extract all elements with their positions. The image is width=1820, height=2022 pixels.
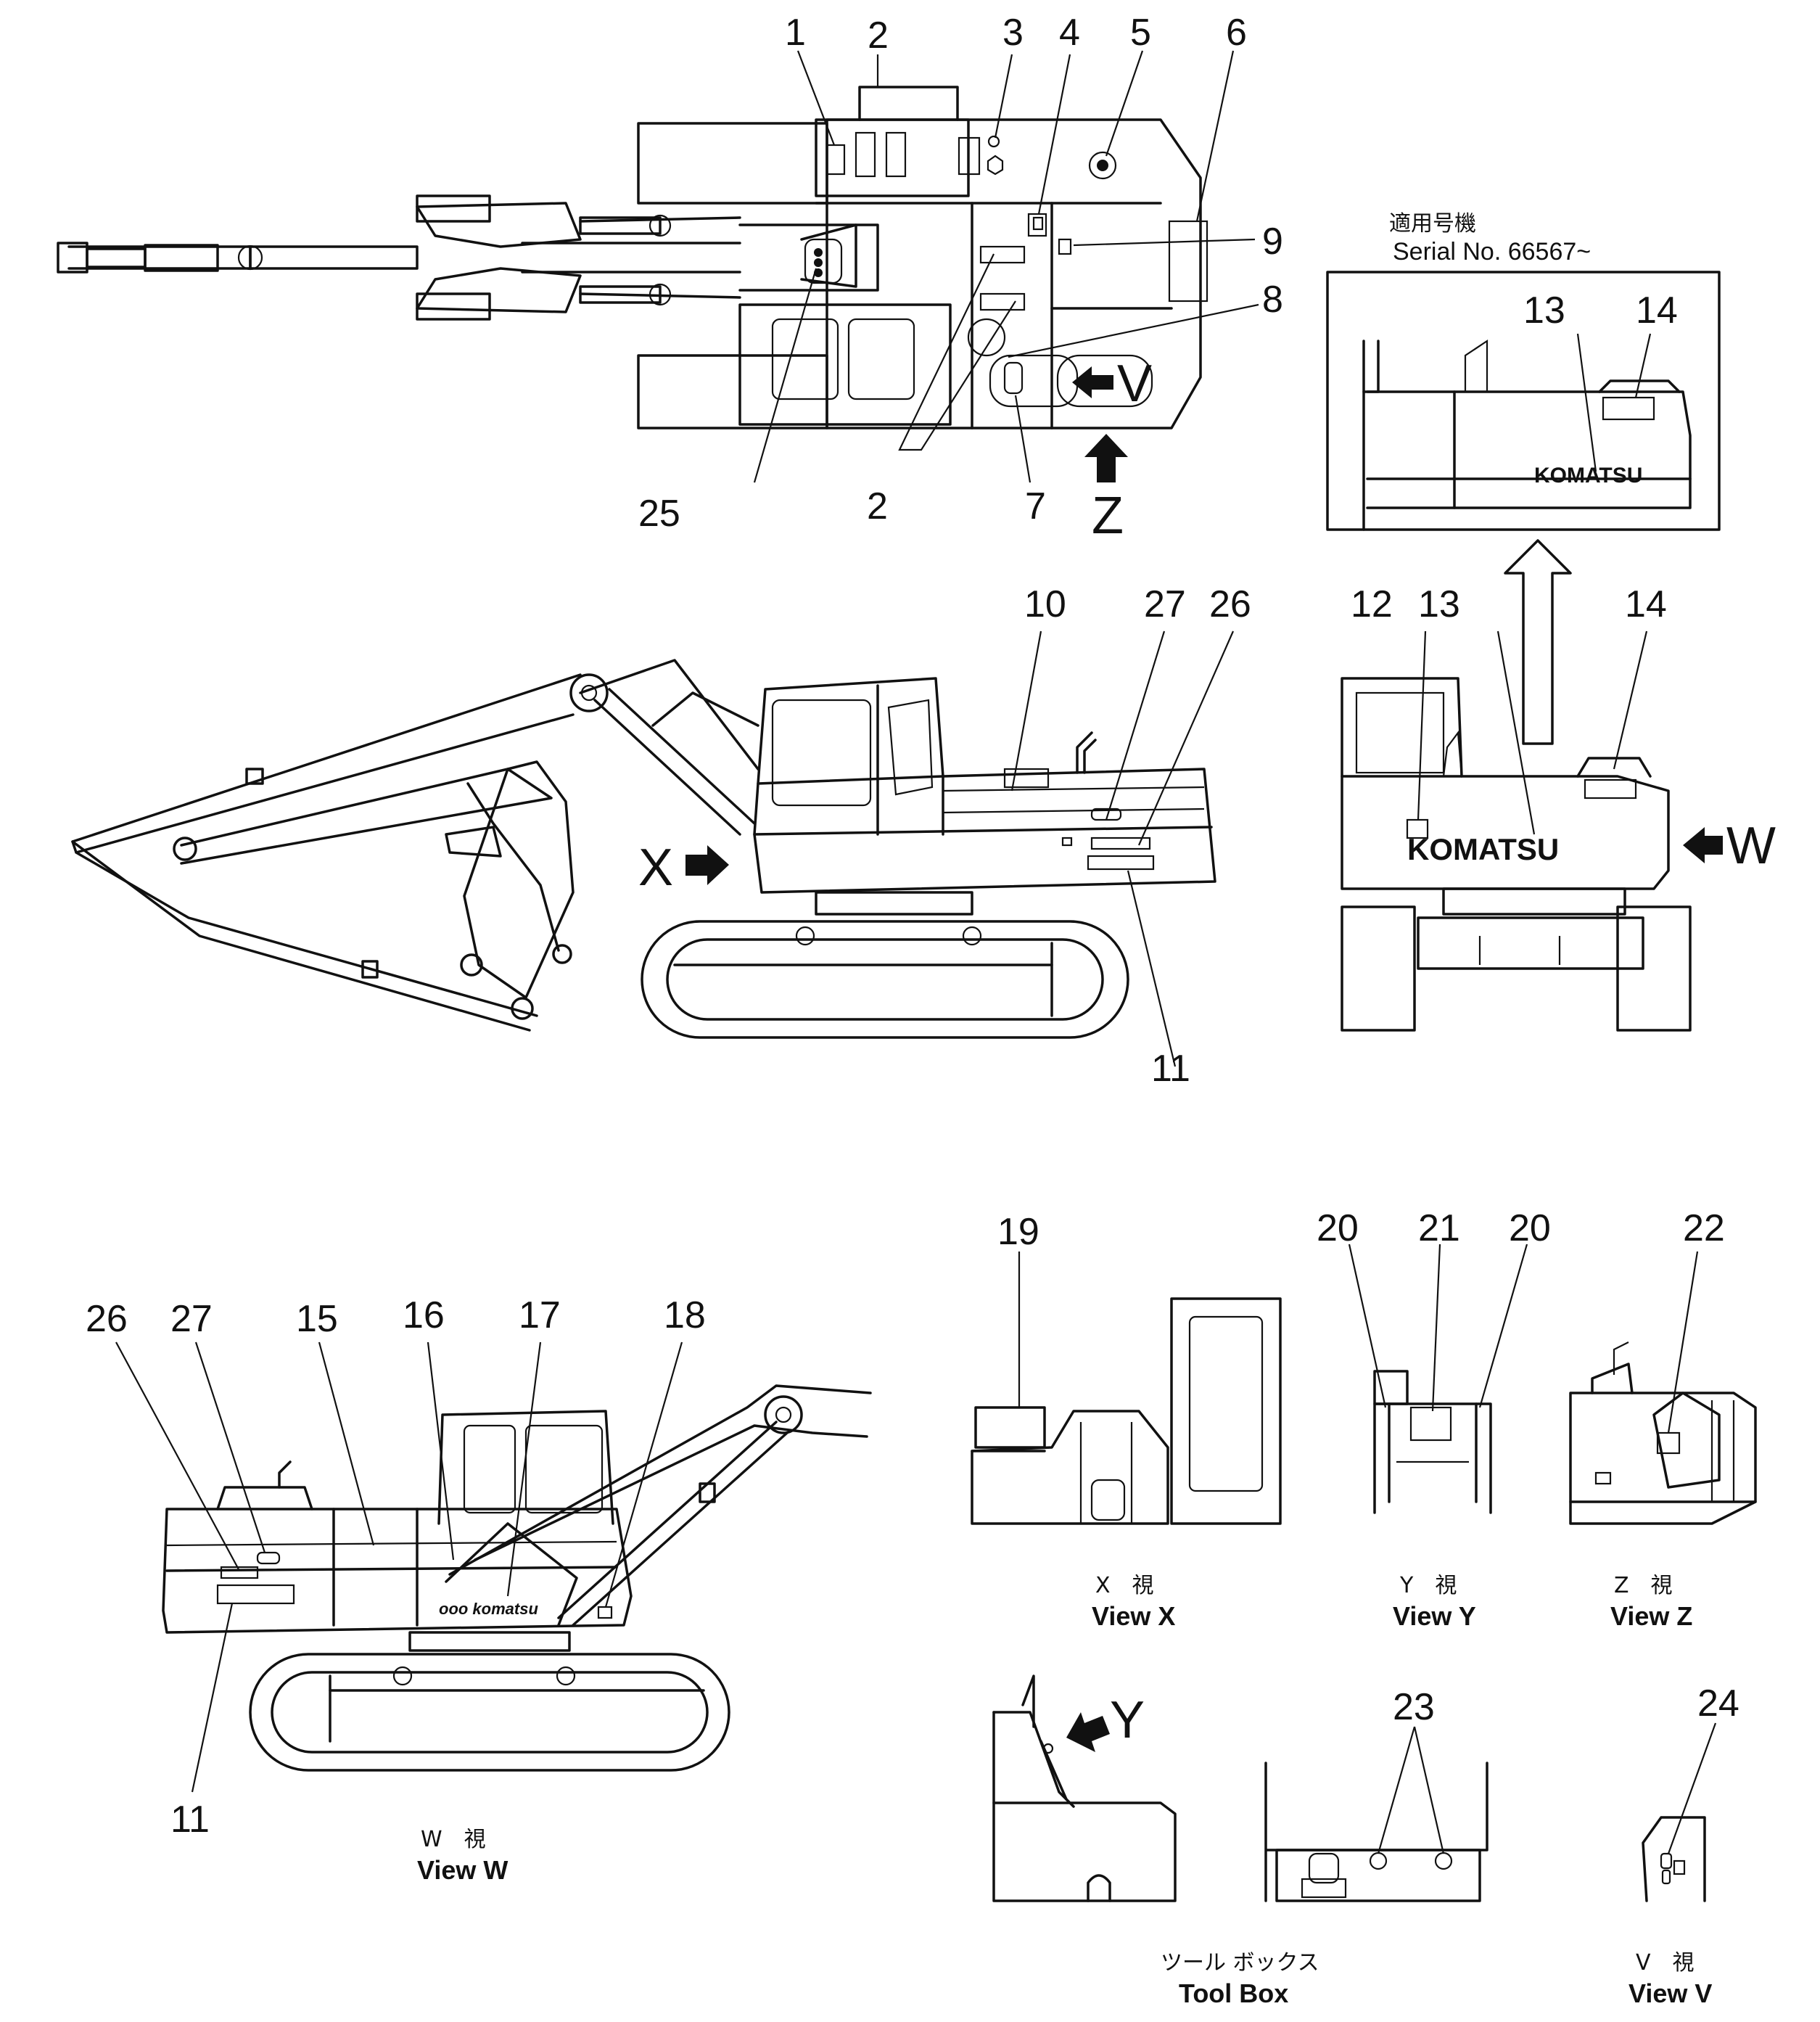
- callout-25: 25: [638, 493, 680, 535]
- callout-7: 7: [1025, 485, 1046, 527]
- top-plan-view: V Z 1: [57, 12, 1283, 545]
- callout-13: 13: [1418, 583, 1460, 625]
- callout-21: 21: [1418, 1207, 1460, 1249]
- view-w-letter: W: [1726, 817, 1776, 875]
- callout-13-inset: 13: [1523, 289, 1565, 332]
- callout-19: 19: [997, 1211, 1039, 1253]
- callout-14-inset: 14: [1636, 289, 1678, 332]
- view-v-letter: V: [1117, 355, 1152, 413]
- callout-12: 12: [1351, 583, 1393, 625]
- callout-15: 15: [296, 1298, 338, 1340]
- serial-jp-label: 適用号機: [1389, 211, 1476, 237]
- callout-3: 3: [1002, 12, 1024, 54]
- view-x-jp: X 視: [1095, 1573, 1154, 1598]
- view-v-caption: View V: [1628, 1978, 1712, 2008]
- callout-4: 4: [1059, 12, 1080, 54]
- view-z-letter: Z: [1092, 487, 1124, 545]
- callout-11: 11: [1151, 1048, 1190, 1090]
- arrow-up-icon: [1504, 539, 1572, 745]
- view-z-jp: Z 視: [1614, 1573, 1673, 1598]
- callout-17: 17: [519, 1294, 561, 1336]
- view-y: 20 21 20 Y 視 View Y: [1317, 1207, 1551, 1631]
- view-z-caption: View Z: [1610, 1601, 1692, 1631]
- callout-27-w: 27: [170, 1298, 213, 1340]
- view-y-caption: View Y: [1393, 1601, 1476, 1631]
- tool-box-view: Y 23 ツール ボックス Tool Box: [992, 1674, 1488, 2008]
- view-w-jp: W 視: [421, 1827, 486, 1852]
- callout-11-w: 11: [170, 1799, 210, 1841]
- serial-label: Serial No. 66567~: [1393, 238, 1591, 266]
- view-x-caption: View X: [1092, 1601, 1175, 1631]
- callout-16: 16: [403, 1294, 445, 1336]
- svg-text:ooo komatsu: ooo komatsu: [439, 1600, 538, 1618]
- view-x: 19 X 視 View X: [971, 1211, 1282, 1631]
- serial-number-inset: 適用号機 Serial No. 66567~ KOMATSU 13 14: [1326, 211, 1721, 531]
- view-y-letter: Y: [1110, 1691, 1145, 1749]
- callout-2-lower: 2: [867, 485, 888, 527]
- callout-20-left: 20: [1317, 1207, 1359, 1249]
- callout-5: 5: [1130, 12, 1151, 54]
- view-w-caption: View W: [417, 1855, 508, 1885]
- callout-26: 26: [1209, 583, 1251, 625]
- callout-9: 9: [1262, 221, 1283, 263]
- toolbox-jp: ツール ボックス: [1161, 1950, 1319, 1976]
- brand-logo-inset: KOMATSU: [1534, 464, 1642, 488]
- callout-8: 8: [1262, 279, 1283, 321]
- view-v-jp: V 視: [1636, 1950, 1695, 1976]
- callout-1: 1: [785, 12, 806, 54]
- callout-14: 14: [1625, 583, 1667, 625]
- view-w: ooo komatsu 26 27 15 16 17 18 11 W 視 Vi: [86, 1294, 872, 1885]
- view-z: 22 Z 視 View Z: [1569, 1207, 1757, 1631]
- callout-20-right: 20: [1509, 1207, 1551, 1249]
- view-x-letter: X: [638, 839, 673, 897]
- callout-27: 27: [1144, 583, 1186, 625]
- rear-view: KOMATSU W 12 13 14: [1341, 583, 1776, 1032]
- callout-22: 22: [1683, 1207, 1725, 1249]
- view-v: 24 V 視 View V: [1628, 1682, 1739, 2008]
- callout-18: 18: [664, 1294, 706, 1336]
- side-view: X 10 27 26 11: [71, 583, 1251, 1090]
- toolbox-caption: Tool Box: [1179, 1978, 1288, 2008]
- callout-6: 6: [1226, 12, 1247, 54]
- callout-26-w: 26: [86, 1298, 128, 1340]
- callout-23: 23: [1393, 1686, 1435, 1728]
- view-y-jp: Y 視: [1399, 1573, 1457, 1598]
- brand-logo-rear: KOMATSU: [1407, 832, 1559, 866]
- callout-24: 24: [1697, 1682, 1739, 1725]
- callout-10: 10: [1024, 583, 1066, 625]
- callout-2: 2: [868, 15, 889, 57]
